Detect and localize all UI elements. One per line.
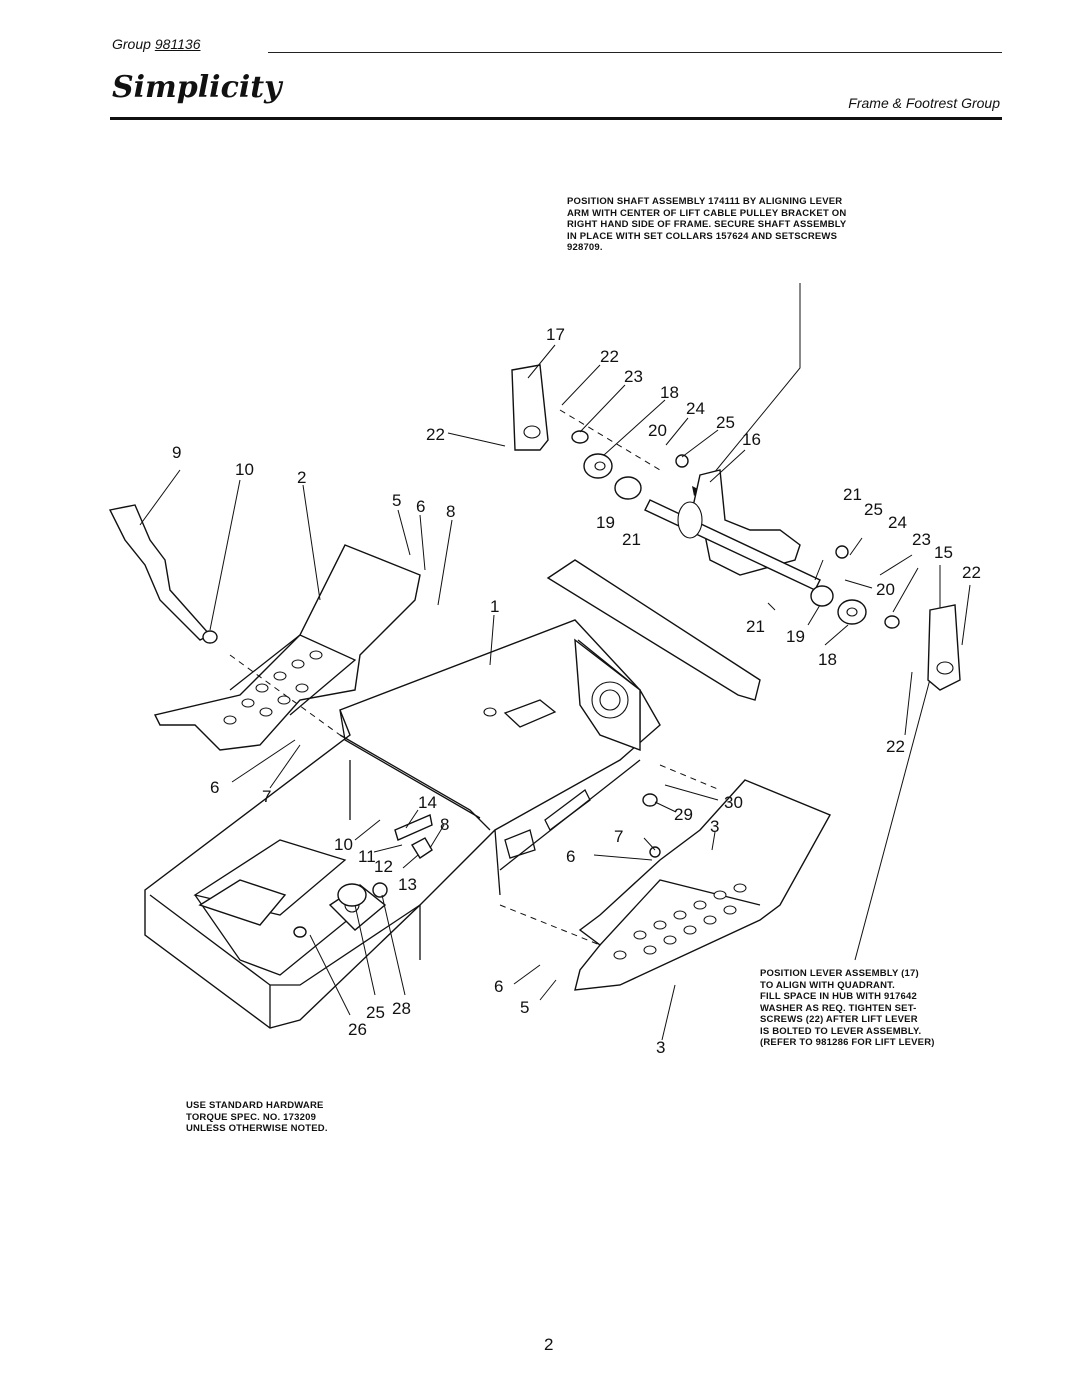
callout-8-top: 8 xyxy=(446,502,455,521)
callout-17: 17 xyxy=(546,325,565,344)
callout-27: 26 xyxy=(348,1020,367,1039)
callout-7-right: 7 xyxy=(614,827,623,846)
callout-18-bottom: 18 xyxy=(818,650,837,669)
section-title: Frame & Footrest Group xyxy=(848,95,1000,111)
lever-assembly-note: POSITION LEVER ASSEMBLY (17) TO ALIGN WI… xyxy=(760,968,935,1048)
assembly-line-1 xyxy=(229,654,341,736)
callout-10-top: 10 xyxy=(235,460,254,479)
callout-22-right: 22 xyxy=(962,563,981,582)
shaft-assembly-note: POSITION SHAFT ASSEMBLY 174111 BY ALIGNI… xyxy=(567,196,847,253)
callout-10-bottom: 10 xyxy=(334,835,353,854)
callout-23-top: 23 xyxy=(624,367,643,386)
callout-6-right: 6 xyxy=(566,847,575,866)
assembly-line-4 xyxy=(559,409,661,471)
callout-7-left: 7 xyxy=(262,787,271,806)
callout-28: 28 xyxy=(392,999,411,1018)
lever-arm-right xyxy=(927,604,961,691)
callout-19-top: 19 xyxy=(596,513,615,532)
page-number: 2 xyxy=(544,1335,554,1354)
callout-11: 11 xyxy=(358,847,376,866)
assembly-line-3 xyxy=(499,904,601,946)
callout-8-bottom: 8 xyxy=(440,815,449,834)
callout-20-top: 20 xyxy=(648,421,667,440)
callout-18-top: 18 xyxy=(660,383,679,402)
callout-25-top: 25 xyxy=(716,413,735,432)
callout-3: 3 xyxy=(656,1038,665,1057)
callout-20-right: 20 xyxy=(876,580,895,599)
hardware-parts xyxy=(202,430,900,938)
group-number: 981136 xyxy=(154,36,201,52)
group-label: Group 981136 xyxy=(112,36,201,52)
callout-6-top: 6 xyxy=(416,497,425,516)
shaft-assembly xyxy=(644,469,821,591)
hardware-note: USE STANDARD HARDWARE TORQUE SPEC. NO. 1… xyxy=(186,1100,328,1134)
cross-rail xyxy=(546,559,761,701)
shaft-note-leader xyxy=(699,283,801,491)
callout-leaders xyxy=(139,344,971,1041)
callout-19-bottom: 19 xyxy=(786,627,805,646)
callout-21-right: 21 xyxy=(843,485,862,504)
callout-4: 3 xyxy=(710,817,719,836)
left-support-bracket xyxy=(108,504,212,641)
callout-12: 12 xyxy=(374,857,393,876)
callout-23-right: 23 xyxy=(912,530,931,549)
brand-logo: Simplicity xyxy=(112,70,282,105)
header-thick-rule xyxy=(110,117,1002,120)
callout-22-left: 22 xyxy=(426,425,445,444)
callout-6-left: 6 xyxy=(210,778,219,797)
callout-22-top: 22 xyxy=(600,347,619,366)
callout-15: 15 xyxy=(934,543,953,562)
callout-21-top: 21 xyxy=(622,530,641,549)
left-footrest xyxy=(153,544,421,751)
lever-note-leader xyxy=(854,667,934,961)
header-rule xyxy=(268,52,1002,53)
callout-5-bottom: 5 xyxy=(520,998,529,1017)
callout-9: 9 xyxy=(172,443,181,462)
callout-1: 1 xyxy=(490,597,499,616)
callout-2: 2 xyxy=(297,468,306,487)
callout-14: 13 xyxy=(398,875,417,894)
callout-25-right: 25 xyxy=(864,500,883,519)
callout-13: 14 xyxy=(418,793,437,812)
callout-labels: 9 10 2 5 6 8 1 22 17 22 23 18 24 20 25 1… xyxy=(172,325,981,1057)
callout-26: 25 xyxy=(366,1003,385,1022)
callout-5-top: 5 xyxy=(392,491,401,510)
main-frame xyxy=(144,619,661,1029)
right-footrest xyxy=(574,779,831,991)
callout-16: 16 xyxy=(742,430,761,449)
callout-30: 30 xyxy=(724,793,743,812)
callout-24-right: 24 xyxy=(888,513,907,532)
callout-24-top: 24 xyxy=(686,399,705,418)
callout-6-bottom: 6 xyxy=(494,977,503,996)
group-label-text: Group xyxy=(112,36,151,52)
callout-29: 29 xyxy=(674,805,693,824)
callout-21-bottom: 21 xyxy=(746,617,765,636)
callout-22-bottom: 22 xyxy=(886,737,905,756)
